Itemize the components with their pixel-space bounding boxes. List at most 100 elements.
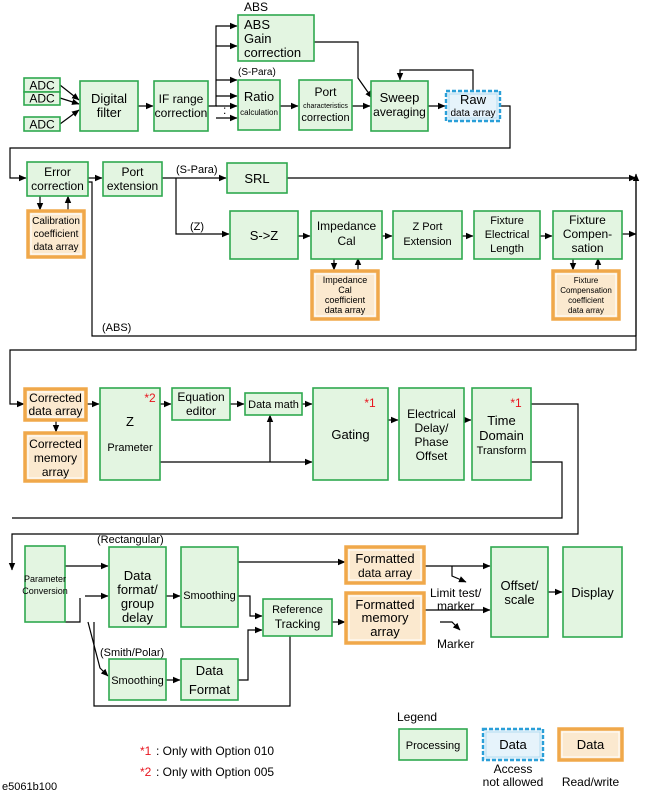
time-domain-transform-box: Time Domain Transform *1: [471, 387, 532, 481]
svg-text:IF range: IF range: [159, 92, 204, 106]
abs-mid-label: (ABS): [102, 322, 131, 334]
fixture-electrical-length-box: Fixture Electrical Length: [473, 210, 541, 260]
svg-text:memory: memory: [34, 451, 77, 465]
svg-text:data array: data array: [28, 404, 82, 418]
ratio-calculation-box: Ratio calculation: [237, 79, 281, 131]
svg-text:Data: Data: [196, 663, 224, 678]
legend-caption-read-write: Read/write: [562, 775, 620, 789]
svg-text:Equation: Equation: [177, 390, 224, 404]
data-format-polar-box: Data Format: [180, 658, 239, 701]
svg-text:editor: editor: [186, 404, 216, 418]
svg-text:Z Port: Z Port: [413, 221, 443, 233]
ellipsis-dots: :: [223, 103, 226, 117]
svg-text:Delay/: Delay/: [414, 421, 449, 435]
svg-text:Smoothing: Smoothing: [183, 590, 236, 602]
formatted-data-array: Formatted data array: [344, 545, 426, 585]
data-format-group-delay-box: Data format/ group delay: [108, 546, 167, 628]
svg-text:Z: Z: [126, 414, 134, 429]
if-range-correction-box: IF range correction: [153, 80, 209, 132]
svg-text:coefficient: coefficient: [325, 295, 366, 305]
note-1-mark: *1: [140, 744, 152, 758]
svg-text:correction: correction: [31, 179, 84, 193]
svg-text:Formatted: Formatted: [355, 551, 414, 566]
srl-box: SRL: [226, 162, 288, 194]
sweep-averaging-box: Sweep averaging: [370, 80, 429, 132]
corrected-data-array: Corrected data array: [23, 387, 88, 422]
svg-text:Compen-: Compen-: [563, 227, 612, 241]
svg-text:data array: data array: [358, 566, 412, 580]
svg-text:Domain: Domain: [479, 428, 524, 443]
svg-text:correction: correction: [244, 45, 301, 60]
svg-text:ADC: ADC: [29, 118, 55, 132]
svg-text:Digital: Digital: [91, 91, 127, 106]
svg-text:Offset/: Offset/: [500, 578, 538, 593]
svg-text:characteristics: characteristics: [303, 103, 348, 110]
svg-text:Port: Port: [314, 85, 337, 99]
z-parameter-box: Z Prameter *2: [99, 387, 161, 481]
svg-text:calculation: calculation: [240, 108, 278, 117]
svg-text:averaging: averaging: [373, 105, 426, 119]
legend-read-write: Data: [557, 727, 624, 762]
port-extension-box: Port extension: [102, 161, 163, 197]
gating-box: Gating *1: [312, 387, 389, 481]
svg-text:Calibration: Calibration: [32, 216, 80, 227]
svg-text:Corrected: Corrected: [29, 437, 82, 451]
formatted-memory-array: Formatted memory array: [344, 591, 426, 645]
abs-top-label: ABS: [244, 0, 268, 14]
svg-text:Reference: Reference: [272, 604, 323, 616]
svg-text:Phase: Phase: [414, 435, 448, 449]
svg-text:Smoothing: Smoothing: [111, 675, 164, 687]
svg-text:filter: filter: [97, 105, 122, 120]
legend-caption-access-2: not allowed: [483, 775, 544, 789]
legend-title: Legend: [397, 710, 437, 724]
svg-text:correction: correction: [301, 112, 349, 124]
z-mid-label: (Z): [190, 221, 204, 233]
svg-text:coefficient: coefficient: [34, 229, 79, 240]
svg-text:Impedance: Impedance: [317, 219, 377, 233]
fixture-compensation-box: Fixture Compen- sation: [552, 210, 623, 260]
smoothing-polar-box: Smoothing: [108, 658, 167, 701]
svg-text:Sweep: Sweep: [380, 90, 420, 105]
s-para-mid-label: (S-Para): [176, 164, 218, 176]
digital-filter-box: Digital filter: [79, 80, 139, 132]
svg-text:Fixture: Fixture: [574, 276, 599, 285]
smith-polar-label: (Smith/Polar): [100, 647, 164, 659]
option-005-mark: *2: [144, 391, 156, 405]
figure-id: e5061b100: [2, 781, 57, 793]
svg-text:correction: correction: [155, 106, 208, 120]
smoothing-rectangular-box: Smoothing: [180, 546, 239, 628]
electrical-delay-phase-offset-box: Electrical Delay/ Phase Offset: [398, 387, 465, 481]
svg-text:Time: Time: [487, 413, 515, 428]
svg-text:data array: data array: [568, 306, 604, 315]
svg-text:ADC: ADC: [29, 79, 55, 93]
svg-text:memory: memory: [362, 610, 409, 625]
svg-text:extension: extension: [107, 179, 158, 193]
abs-gain-correction-box: ABS Gain correction: [237, 14, 315, 62]
calibration-coefficient-data-array: Calibration coefficient data array: [26, 209, 86, 259]
svg-text:Ratio: Ratio: [244, 89, 274, 104]
display-box: Display: [562, 546, 623, 638]
legend-caption-access-1: Access: [494, 762, 533, 776]
svg-text:Error: Error: [44, 165, 71, 179]
legend-access-not-allowed: Data: [481, 727, 545, 762]
s-to-z-box: S->Z: [229, 210, 299, 260]
svg-text:Cal: Cal: [337, 234, 355, 248]
svg-text:group: group: [121, 596, 154, 611]
svg-text:Conversion: Conversion: [22, 586, 68, 596]
fixture-compensation-coefficient-data-array: Fixture Compensation coefficient data ar…: [551, 269, 621, 321]
error-correction-box: Error correction: [26, 161, 89, 197]
svg-text:delay: delay: [122, 610, 154, 625]
svg-text:data array: data array: [450, 108, 495, 119]
raw-data-array-box: Raw data array: [444, 89, 502, 123]
option-010-mark-time-domain: *1: [510, 396, 522, 410]
data-math-box: Data math: [244, 392, 303, 416]
connector-lines: [8, 22, 640, 707]
svg-text:data array: data array: [33, 242, 78, 253]
impedance-cal-coefficient-data-array: Impedance Cal coefficient data array: [310, 269, 380, 321]
svg-text:ADC: ADC: [29, 92, 55, 106]
offset-scale-box: Offset/ scale: [490, 546, 549, 638]
s-para-top-label: (S-Para): [238, 67, 276, 78]
svg-text:Raw: Raw: [460, 92, 487, 107]
svg-text:Electrical: Electrical: [485, 229, 530, 241]
